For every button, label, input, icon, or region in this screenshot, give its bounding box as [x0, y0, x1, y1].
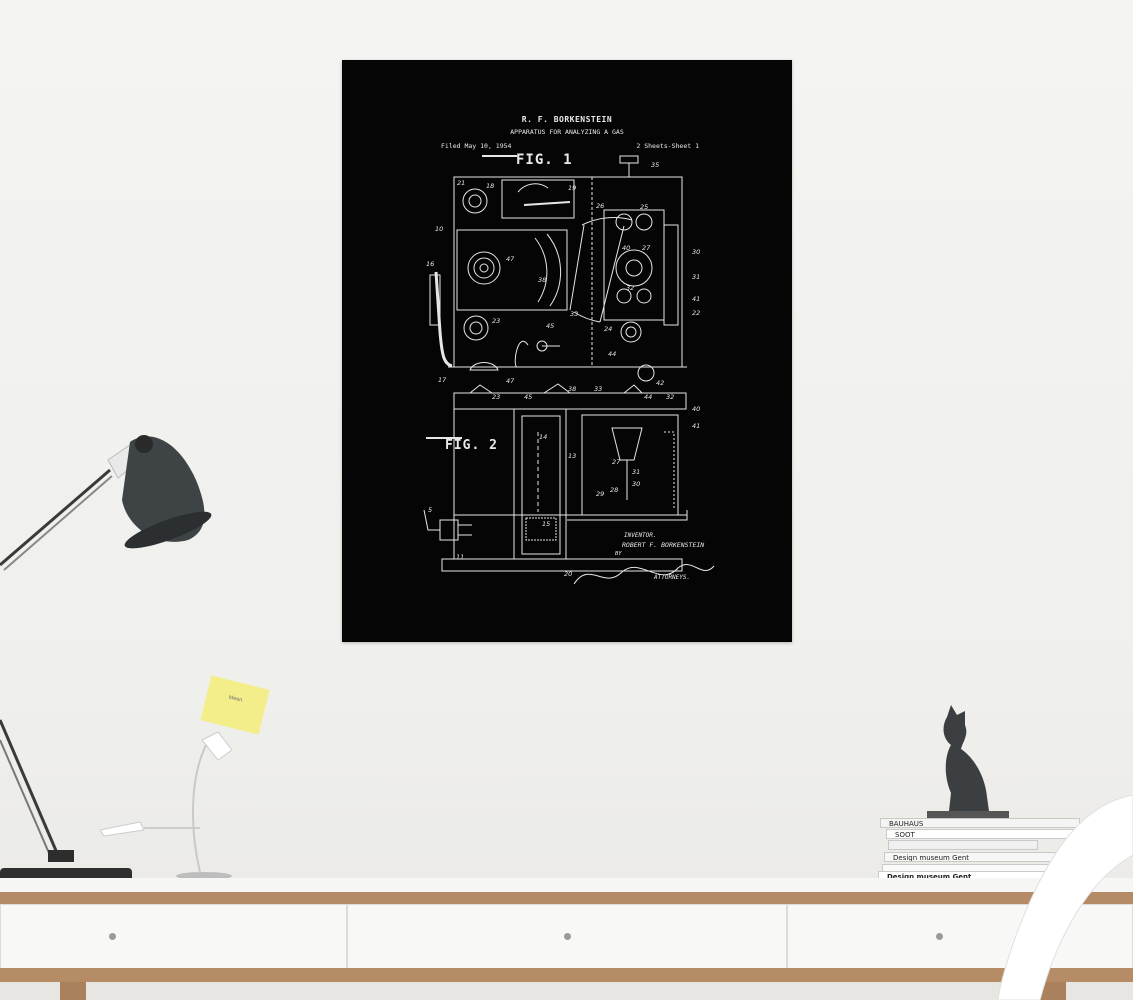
sticky-note-text: Ideen — [227, 694, 243, 704]
reference-number: 28 — [610, 486, 619, 494]
reference-number: 19 — [568, 184, 577, 192]
reference-number: 30 — [632, 480, 641, 488]
filed-date: Filed May 10, 1954 — [441, 142, 512, 150]
reference-number: 23 — [492, 317, 501, 325]
reference-number: 11 — [456, 553, 465, 561]
reference-number: 41 — [692, 295, 701, 303]
reference-number: 15 — [542, 520, 551, 528]
reference-number: 5 — [428, 506, 433, 514]
figure-1-label: FIG. 1 — [516, 152, 573, 168]
note-holder — [100, 731, 233, 880]
reference-number: 31 — [692, 273, 701, 281]
reference-number: 17 — [438, 376, 447, 384]
reference-number: 40 — [622, 244, 631, 252]
reference-number: 44 — [608, 350, 617, 358]
reference-number: 27 — [612, 458, 621, 466]
reference-number: 16 — [426, 260, 435, 268]
reference-number: 20 — [564, 570, 573, 578]
attorneys-label: ATTORNEYS. — [654, 574, 691, 581]
desk-lamp — [0, 435, 212, 884]
reference-number: 42 — [656, 379, 665, 387]
reference-number: 13 — [568, 452, 577, 460]
desk-edge — [0, 892, 1133, 904]
floor — [0, 982, 1133, 1000]
drawer-knob[interactable] — [936, 933, 943, 940]
cat-statue — [927, 705, 1009, 818]
reference-number: 40 — [692, 405, 701, 413]
drawer-knob[interactable] — [564, 933, 571, 940]
book — [888, 840, 1038, 850]
patent-poster: R. F. BORKENSTEIN APPARATUS FOR ANALYZIN… — [342, 60, 792, 642]
reference-number: 45 — [546, 322, 555, 330]
inventor-header: R. F. BORKENSTEIN — [521, 115, 613, 124]
sheet-count: 2 Sheets-Sheet 1 — [636, 142, 699, 150]
reference-number: 41 — [692, 422, 701, 430]
by-label: BY — [615, 551, 622, 557]
reference-number: 47 — [506, 255, 515, 263]
figure-2-label: FIG. 2 — [445, 438, 498, 453]
desk-leg — [1040, 982, 1066, 1000]
reference-number: 44 — [644, 393, 653, 401]
reference-number: 35 — [651, 161, 660, 169]
reference-number: 45 — [524, 393, 533, 401]
reference-number: 22 — [692, 309, 701, 317]
reference-number: 10 — [435, 225, 444, 233]
reference-number: 25 — [640, 203, 649, 211]
patent-title: APPARATUS FOR ANALYZING A GAS — [510, 128, 624, 136]
reference-number: 31 — [632, 468, 641, 476]
reference-number: 23 — [492, 393, 501, 401]
reference-number: 24 — [604, 325, 613, 333]
drawer-knob[interactable] — [109, 933, 116, 940]
desk-leg — [60, 982, 86, 1000]
reference-number: 30 — [692, 248, 701, 256]
reference-number: 18 — [486, 182, 495, 190]
book: BAUHAUS — [880, 818, 1080, 828]
reference-number: 26 — [596, 202, 605, 210]
reference-number: 27 — [642, 244, 651, 252]
drawer-left[interactable] — [0, 904, 347, 970]
reference-number: 29 — [596, 490, 605, 498]
inventor-name: ROBERT F. BORKENSTEIN — [622, 541, 705, 549]
reference-number: 38 — [538, 276, 547, 284]
reference-number: 32 — [626, 284, 635, 292]
patent-drawing — [423, 155, 715, 585]
reference-number: 14 — [539, 433, 548, 441]
white-chair — [997, 795, 1133, 1000]
reference-number: 33 — [570, 310, 579, 318]
reference-number: 21 — [457, 179, 466, 187]
desk-base — [0, 968, 1133, 982]
inventor-label: INVENTOR. — [624, 532, 657, 539]
reference-number: 32 — [666, 393, 675, 401]
reference-number: 38 — [568, 385, 577, 393]
reference-number: 33 — [594, 385, 603, 393]
reference-number: 47 — [506, 377, 515, 385]
drawer-middle[interactable] — [347, 904, 787, 970]
